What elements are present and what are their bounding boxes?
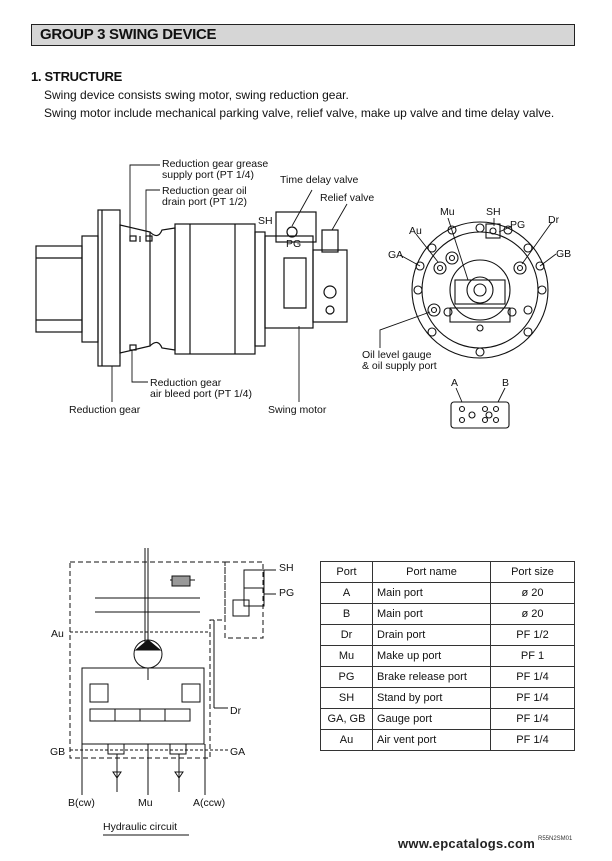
port-table-header-row: Port Port name Port size xyxy=(320,561,575,583)
group-title: GROUP 3 SWING DEVICE xyxy=(40,26,217,43)
circuit-sh-label: SH xyxy=(279,562,294,574)
port-b-label: B xyxy=(502,377,510,389)
swing-motor-label: Swing motor xyxy=(268,404,327,416)
page-code: R55N2SM01 xyxy=(538,836,573,842)
circuit-ga-label: GA xyxy=(230,746,246,758)
port-name-cell: Gauge port xyxy=(372,708,491,730)
port-cell: SH xyxy=(320,687,373,709)
port-cell: PG xyxy=(320,666,373,688)
port-a-label: A xyxy=(451,377,459,389)
top-mu-label: Mu xyxy=(440,206,455,218)
col-header-port: Port xyxy=(320,561,373,583)
description-line-2: Swing motor include mechanical parking v… xyxy=(44,106,555,120)
circuit-b-cw-label: B(cw) xyxy=(68,797,95,809)
grease-port-label-1: Reduction gear grease xyxy=(162,158,269,170)
hydraulic-circuit-caption: Hydraulic circuit xyxy=(103,821,178,833)
circuit-au-label: Au xyxy=(51,628,64,640)
top-au-label: Au xyxy=(409,225,422,237)
port-size-cell: PF 1/4 xyxy=(490,729,575,751)
circuit-pg-label: PG xyxy=(279,587,295,599)
port-size-cell: PF 1/2 xyxy=(490,624,575,646)
air-bleed-label-1: Reduction gear xyxy=(150,377,222,389)
time-delay-valve-label: Time delay valve xyxy=(280,174,359,186)
oil-drain-label-1: Reduction gear oil xyxy=(162,185,247,197)
port-name-cell: Main port xyxy=(372,582,491,604)
port-size-cell: PF 1 xyxy=(490,645,575,667)
description-line-1: Swing device consists swing motor, swing… xyxy=(44,88,349,102)
port-size-cell: PF 1/4 xyxy=(490,708,575,730)
port-cell: B xyxy=(320,603,373,625)
top-gb-label: GB xyxy=(556,248,572,260)
watermark-text: www.epcatalogs.com xyxy=(398,836,536,851)
port-size-cell: ø 20 xyxy=(490,582,575,604)
oil-level-label-2: & oil supply port xyxy=(362,360,437,372)
port-cell: GA, GB xyxy=(320,708,373,730)
pg-label: PG xyxy=(286,238,302,250)
circuit-dr-label: Dr xyxy=(230,705,242,717)
circuit-gb-label: GB xyxy=(50,746,66,758)
circuit-mu-label: Mu xyxy=(138,797,153,809)
col-header-port-size: Port size xyxy=(490,561,575,583)
port-name-cell: Drain port xyxy=(372,624,491,646)
port-name-cell: Main port xyxy=(372,603,491,625)
port-name-cell: Brake release port xyxy=(372,666,491,688)
port-cell: Dr xyxy=(320,624,373,646)
port-name-cell: Stand by port xyxy=(372,687,491,709)
port-size-cell: PF 1/4 xyxy=(490,666,575,688)
top-sh-label: SH xyxy=(486,206,501,218)
port-size-cell: PF 1/4 xyxy=(490,687,575,709)
sh-label: SH xyxy=(258,215,273,227)
port-name-cell: Make up port xyxy=(372,645,491,667)
top-ga-label: GA xyxy=(388,249,404,261)
port-size-cell: ø 20 xyxy=(490,603,575,625)
air-bleed-label-2: air bleed port (PT 1/4) xyxy=(150,388,252,400)
port-cell: Mu xyxy=(320,645,373,667)
section-title: 1. STRUCTURE xyxy=(31,69,123,84)
port-name-cell: Air vent port xyxy=(372,729,491,751)
top-dr-label: Dr xyxy=(548,214,560,226)
grease-port-label-2: supply port (PT 1/4) xyxy=(162,169,255,181)
top-pg-label: PG xyxy=(510,219,526,231)
oil-level-label-1: Oil level gauge xyxy=(362,349,432,361)
circuit-a-ccw-label: A(ccw) xyxy=(193,797,226,809)
relief-valve-label: Relief valve xyxy=(320,192,375,204)
oil-drain-label-2: drain port (PT 1/2) xyxy=(162,196,248,208)
port-cell: Au xyxy=(320,729,373,751)
group-header-bar: GROUP 3 SWING DEVICE xyxy=(31,24,575,46)
col-header-port-name: Port name xyxy=(372,561,491,583)
reduction-gear-label: Reduction gear xyxy=(69,404,141,416)
port-cell: A xyxy=(320,582,373,604)
